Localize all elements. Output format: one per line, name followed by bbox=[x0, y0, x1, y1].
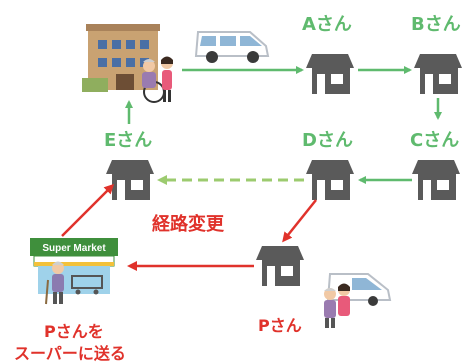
shopper-icon bbox=[45, 261, 64, 305]
caption-line-2: スーパーに送る bbox=[14, 344, 126, 363]
node-label-p: Pさん bbox=[258, 316, 302, 335]
house-p-icon bbox=[256, 246, 304, 286]
node-label-e: Eさん bbox=[104, 130, 153, 151]
supermarket-icon: Super Market bbox=[30, 238, 118, 295]
house-b-icon bbox=[414, 54, 462, 94]
route-change-label: 経路変更 bbox=[152, 214, 224, 235]
house-e-icon bbox=[106, 160, 154, 200]
detour-d-to-p bbox=[282, 199, 317, 243]
node-label-b: Bさん bbox=[411, 14, 461, 35]
caption-line-1: Pさんを bbox=[44, 322, 104, 341]
house-c-icon bbox=[412, 160, 460, 200]
node-label-a: Aさん bbox=[302, 14, 352, 35]
svg-text:Super Market: Super Market bbox=[42, 243, 106, 254]
detour-market-to-e bbox=[61, 183, 115, 237]
house-a-icon bbox=[306, 54, 354, 94]
node-label-c: Cさん bbox=[410, 130, 460, 151]
house-d-icon bbox=[306, 160, 354, 200]
node-label-d: Dさん bbox=[302, 130, 353, 151]
care-facility-icon bbox=[82, 24, 160, 92]
wheelchair-caregiver-icon bbox=[142, 56, 173, 103]
van-passenger-icon bbox=[324, 273, 392, 328]
van-icon bbox=[194, 31, 270, 63]
